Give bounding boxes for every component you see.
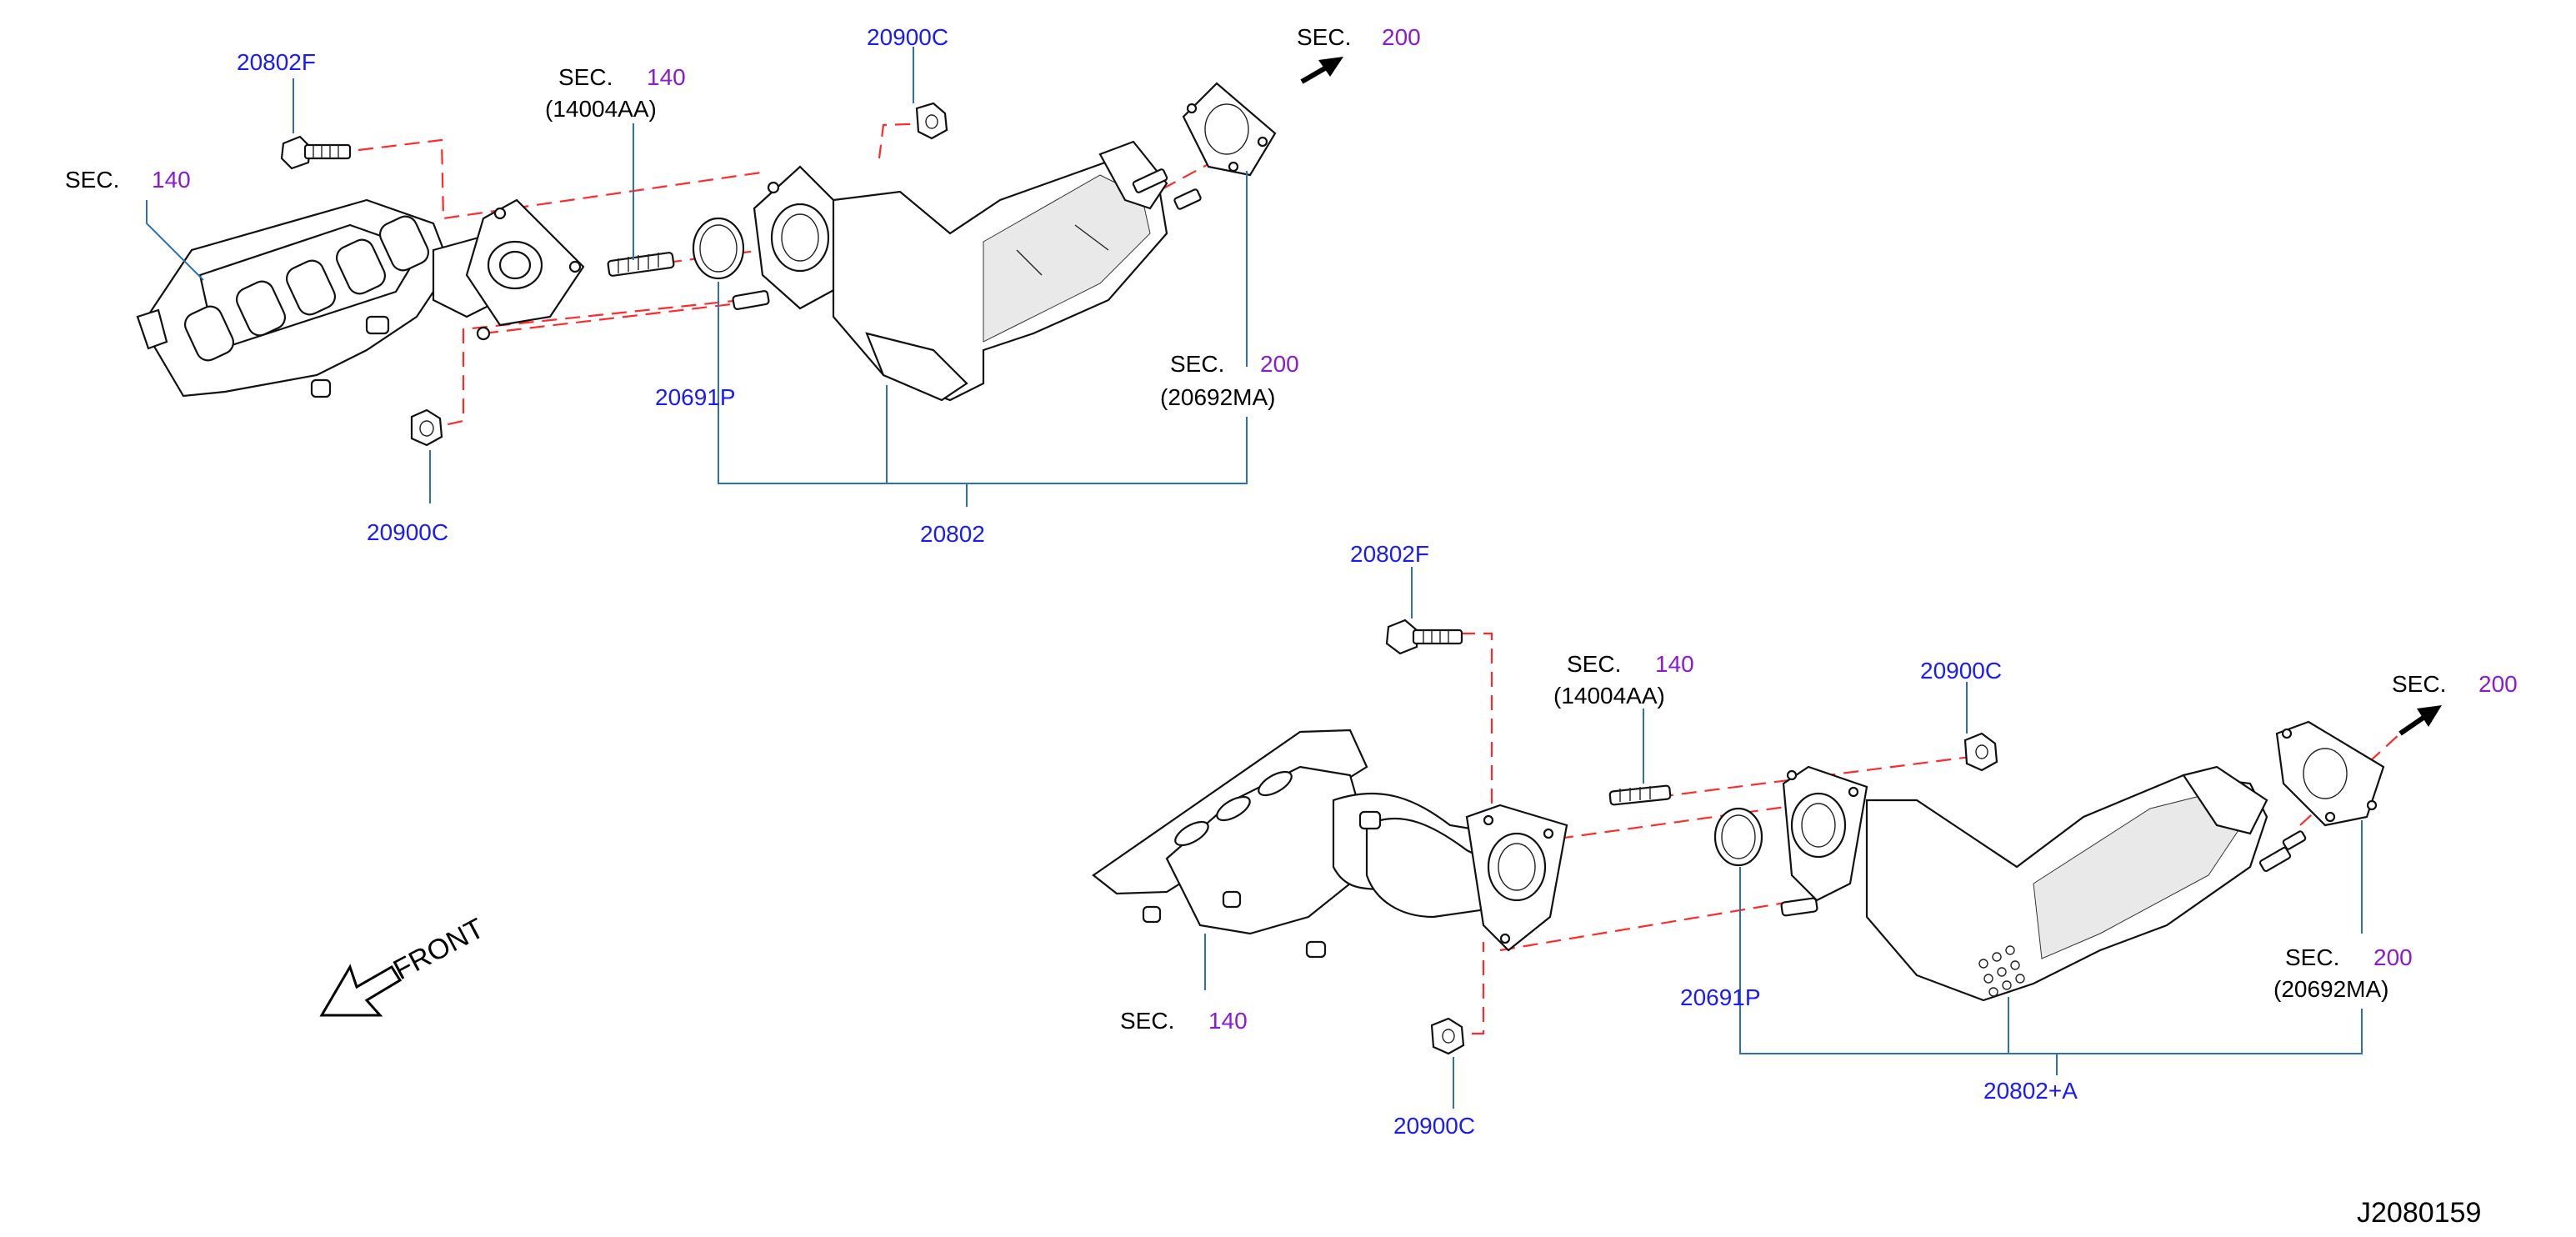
- upper-label-bolt: 20802F: [237, 49, 316, 75]
- lower-label-bolt: 20802F: [1350, 541, 1429, 567]
- front-indicator: FRONT: [319, 913, 489, 1017]
- upper-label-assembly: 20802: [920, 521, 985, 547]
- upper-label-nut-top: 20900C: [867, 24, 948, 50]
- upper-assembly: 20802F SEC. 140 SEC. 140 (14004AA) 20900…: [65, 24, 1421, 547]
- lower-label-stud-sec-num: 140: [1655, 651, 1694, 677]
- upper-label-stud-sec-num: 140: [647, 64, 686, 90]
- upper-flange-dashed-line: [483, 298, 768, 335]
- upper-lower-dashed-line: [424, 298, 743, 431]
- upper-stud: [607, 252, 675, 277]
- lower-label-stud-sec: SEC.: [1567, 651, 1621, 677]
- lower-label-ring: 20691P: [1680, 984, 1761, 1010]
- lower-lower-flange-dashed-line: [1499, 899, 1801, 952]
- upper-label-gasket-sec: SEC.: [1170, 351, 1224, 377]
- upper-nut-bottom-20900C: [410, 408, 443, 447]
- upper-ring-gasket-20691P: [692, 217, 745, 280]
- lower-label-nut-top: 20900C: [1920, 658, 2002, 684]
- front-label: FRONT: [388, 913, 489, 987]
- upper-sec200-arrowhead: [1318, 57, 1343, 77]
- lower-label-outlet-sec-num: 200: [2478, 671, 2518, 697]
- front-arrow-icon: [319, 964, 403, 1017]
- lower-label-gasket-sec: SEC.: [2285, 944, 2339, 970]
- lower-label-gasket-sec-sub: (20692MA): [2273, 976, 2389, 1002]
- upper-label-outlet-sec: SEC.: [1297, 24, 1351, 50]
- upper-label-gasket-sec-num: 200: [1260, 351, 1299, 377]
- upper-label-manifold-sec-num: 140: [152, 167, 191, 193]
- upper-bolt-dashed-line: [358, 138, 768, 220]
- lower-label-manifold-sec: SEC.: [1120, 1008, 1174, 1034]
- upper-nut-top-20900C: [915, 102, 948, 140]
- lower-stud: [1608, 784, 1672, 806]
- upper-label-stud-sec: SEC.: [558, 64, 613, 90]
- upper-outlet-gasket: [1182, 82, 1277, 177]
- upper-label-stud-sec-sub: (14004AA): [545, 96, 657, 122]
- lower-label-manifold-sec-num: 140: [1208, 1008, 1248, 1034]
- lower-bolt-20802F: [1385, 618, 1463, 655]
- upper-label-outlet-sec-num: 200: [1382, 24, 1421, 50]
- upper-leader-assembly: [718, 282, 1248, 507]
- upper-bolt-20802F: [280, 135, 352, 170]
- upper-label-nut-bottom: 20900C: [367, 519, 448, 545]
- lower-ring-gasket-20691P: [1713, 807, 1763, 867]
- lower-nut-bottom-20900C: [1430, 1017, 1465, 1055]
- upper-catalytic-converter: [753, 140, 1202, 402]
- upper-exhaust-manifold: [136, 198, 585, 398]
- lower-bolt-dashed-line: [1460, 632, 1493, 834]
- upper-label-gasket-sec-sub: (20692MA): [1160, 384, 1276, 410]
- lower-converter-heat-shield-holes: [1978, 945, 2025, 997]
- lower-sec200-arrowhead: [2417, 705, 2442, 727]
- upper-label-ring: 20691P: [655, 384, 736, 410]
- upper-small-stud: [732, 290, 770, 310]
- lower-leader-assembly: [1739, 867, 2363, 1075]
- diagram-id: J2080159: [2357, 1197, 2481, 1229]
- lower-outlet-gasket: [2275, 720, 2385, 827]
- upper-leader-manifold: [146, 200, 204, 281]
- lower-nut-top-20900C: [1963, 732, 1998, 772]
- lower-exhaust-manifold: [1092, 729, 1518, 959]
- lower-label-gasket-sec-num: 200: [2373, 944, 2413, 970]
- lower-label-assembly: 20802+A: [1983, 1078, 2078, 1104]
- lower-label-outlet-sec: SEC.: [2392, 671, 2446, 697]
- lower-assembly: 20802F SEC. 140 (14004AA) 20900C SEC. 20…: [1092, 541, 2518, 1139]
- upper-label-manifold-sec: SEC.: [65, 167, 119, 193]
- lower-flange: [1465, 804, 1568, 952]
- upper-nut-dashed-line: [878, 122, 934, 159]
- lower-small-stud: [1780, 897, 1818, 917]
- lower-nut-dashed-line: [1472, 942, 1485, 1035]
- lower-label-stud-sec-sub: (14004AA): [1553, 683, 1665, 709]
- lower-label-nut-bottom: 20900C: [1393, 1113, 1475, 1139]
- lower-catalytic-converter: [1782, 765, 2307, 1002]
